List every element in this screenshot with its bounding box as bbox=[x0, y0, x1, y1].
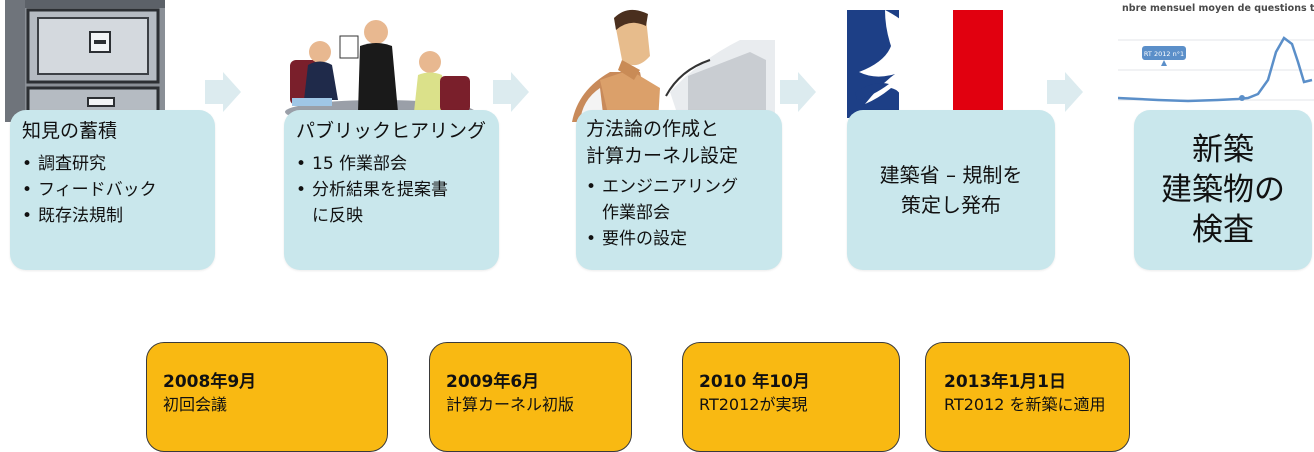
step-title-line: 建築物の bbox=[1161, 172, 1285, 208]
step-title-line: 建築省 – 規制を bbox=[879, 163, 1023, 187]
step-bullet: 分析結果を提案書 bbox=[296, 177, 487, 203]
step-bullet-continued: 作業部会 bbox=[586, 200, 772, 226]
milestone-desc: 計算カーネル初版 bbox=[446, 395, 575, 414]
milestone-box: 2010 年10月 RT2012が実現 bbox=[682, 342, 900, 452]
marianne-logo-image bbox=[845, 0, 1005, 122]
step-card-inspection: 新築 建築物の 検査 bbox=[1134, 110, 1312, 270]
step-title-line: 方法論の作成と bbox=[586, 118, 720, 140]
milestone-desc: RT2012 を新築に適用 bbox=[944, 395, 1106, 414]
step-title: パブリックヒアリング bbox=[296, 120, 487, 142]
step-bullet: フィードバック bbox=[22, 177, 203, 203]
step-bullet-continued-text: に反映 bbox=[312, 206, 363, 226]
step-title-line: 検査 bbox=[1192, 212, 1254, 248]
step-card-regulation: 建築省 – 規制を 策定し発布 bbox=[847, 110, 1055, 270]
chart-label: RT 2012 n°1 bbox=[1144, 50, 1184, 58]
milestone-box: 2008年9月 初回会議 bbox=[146, 342, 388, 452]
step-card-methodology: 方法論の作成と 計算カーネル設定 エンジニアリング 作業部会 要件の設定 bbox=[576, 110, 782, 270]
milestone-box: 2009年6月 計算カーネル初版 bbox=[429, 342, 632, 452]
step-title-line: 計算カーネル設定 bbox=[586, 145, 739, 167]
step-card-knowledge: 知見の蓄積 調査研究 フィードバック 既存法規制 bbox=[10, 110, 215, 270]
step-bullet: 要件の設定 bbox=[586, 226, 772, 252]
milestone-date: 2010 年10月 bbox=[699, 372, 810, 392]
meeting-image bbox=[280, 0, 480, 122]
milestone-date: 2013年1月1日 bbox=[944, 372, 1066, 392]
step-bullet-continued: に反映 bbox=[296, 203, 487, 229]
step-bullet: 15 作業部会 bbox=[296, 151, 487, 177]
step-bullet: エンジニアリング bbox=[586, 174, 772, 200]
filing-cabinet-image bbox=[0, 0, 165, 122]
milestone-desc: 初回会議 bbox=[163, 395, 228, 414]
step-card-public-hearing: パブリックヒアリング 15 作業部会 分析結果を提案書 に反映 bbox=[284, 110, 499, 270]
step-title-line: 新築 bbox=[1192, 132, 1254, 168]
flow-arrow bbox=[780, 72, 816, 116]
step-title: 知見の蓄積 bbox=[22, 120, 118, 142]
milestone-desc: RT2012が実現 bbox=[699, 395, 808, 414]
flow-arrow bbox=[205, 72, 241, 116]
milestone-date: 2009年6月 bbox=[446, 372, 540, 392]
chart-caption: nbre mensuel moyen de questions t bbox=[1122, 3, 1314, 14]
flow-arrow bbox=[1047, 72, 1083, 116]
step-bullet: 既存法規制 bbox=[22, 203, 203, 229]
milestone-box: 2013年1月1日 RT2012 を新築に適用 bbox=[925, 342, 1130, 452]
chart-thumbnail-image: nbre mensuel moyen de questions t RT 201… bbox=[1118, 0, 1314, 122]
engineer-image bbox=[570, 0, 775, 122]
step-bullet-continued-text: 作業部会 bbox=[602, 203, 670, 223]
step-title-line: 策定し発布 bbox=[901, 193, 1001, 217]
flow-arrow bbox=[493, 72, 529, 116]
step-bullet: 調査研究 bbox=[22, 151, 203, 177]
milestone-date: 2008年9月 bbox=[163, 372, 257, 392]
